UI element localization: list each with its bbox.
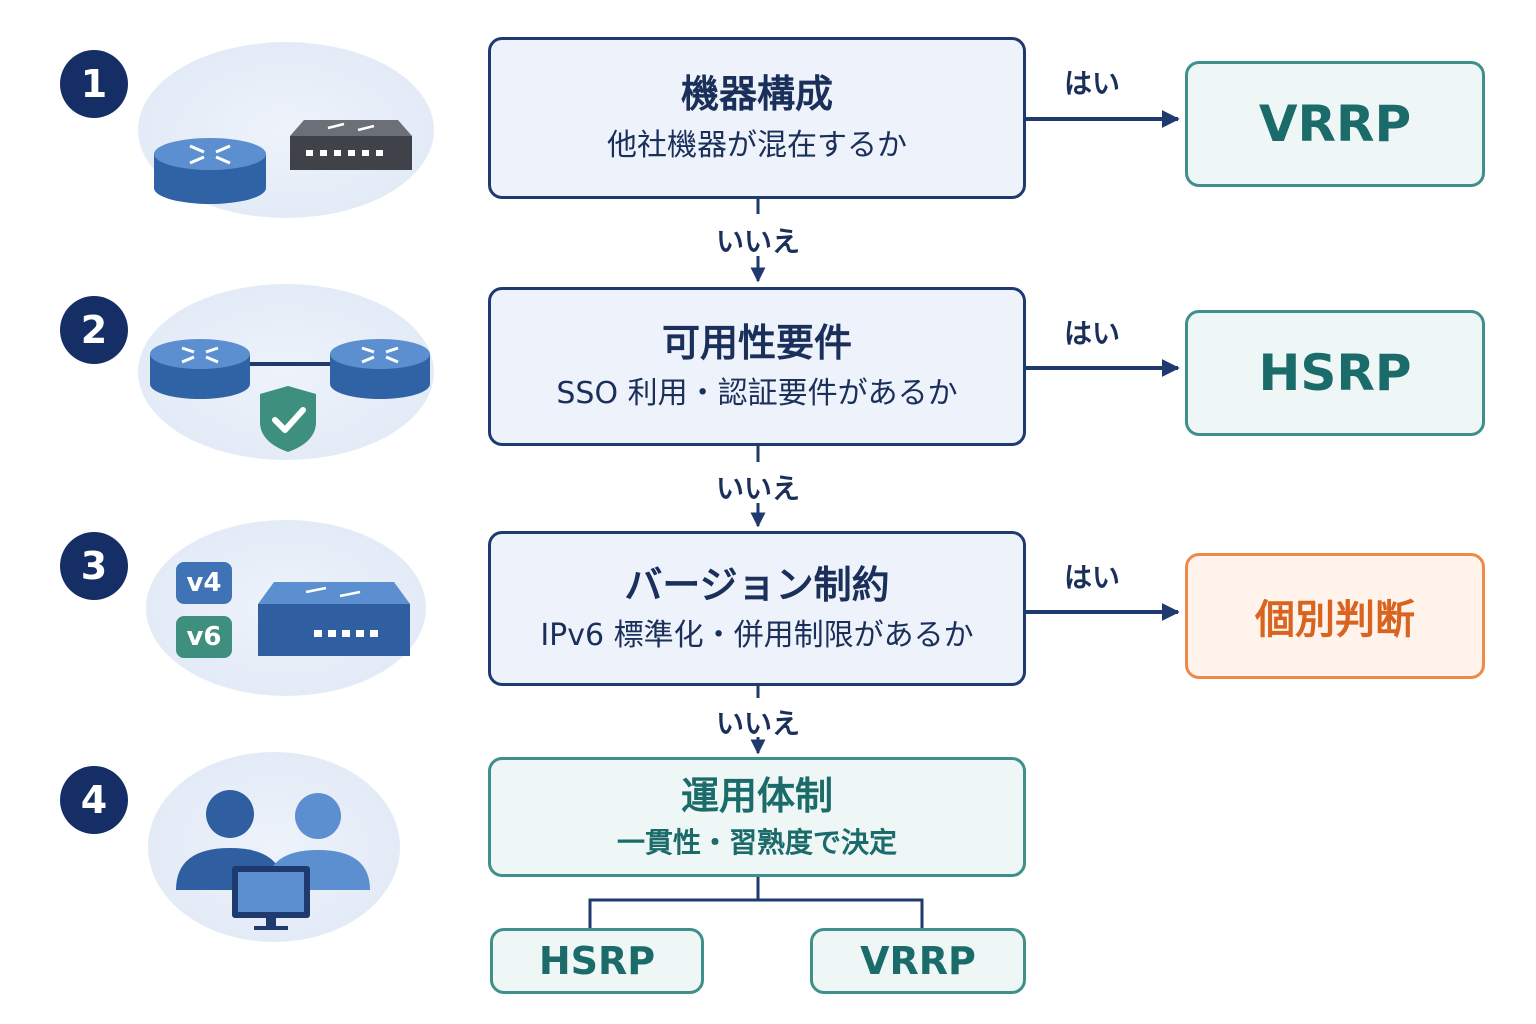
- decision-box-2: 可用性要件 SSO 利用・認証要件があるか: [488, 287, 1026, 446]
- step4-illustration: [148, 752, 400, 942]
- step1-illustration: [138, 42, 434, 218]
- result-box-individual: 個別判断: [1185, 553, 1485, 679]
- step2-illustration: [138, 284, 434, 460]
- step-number-4: 4: [60, 766, 128, 834]
- v4-badge: v4: [176, 562, 232, 604]
- decision-question-3: IPv6 標準化・併用制限があるか: [540, 618, 974, 654]
- no-label-3: いいえ: [716, 707, 801, 740]
- router-icon: [150, 339, 250, 399]
- switch-icon: [290, 120, 412, 170]
- step-number-3: 3: [60, 532, 128, 600]
- decision-title-1: 機器構成: [680, 72, 833, 117]
- outcome-vrrp: VRRP: [810, 928, 1026, 994]
- decision-title-4: 運用体制: [680, 774, 833, 819]
- v6-badge: v6: [176, 616, 232, 658]
- router-icon: [330, 339, 430, 399]
- decision-box-1: 機器構成 他社機器が混在するか: [488, 37, 1026, 199]
- split-connector: [588, 877, 760, 928]
- team-icon: [176, 790, 370, 930]
- decision-box-4: 運用体制 一貫性・習熟度で決定: [488, 757, 1026, 877]
- monitor-icon: [232, 866, 310, 930]
- no-label-2: いいえ: [716, 472, 801, 505]
- step3-illustration: v4 v6: [146, 520, 426, 696]
- yes-label-3: はい: [1064, 561, 1121, 594]
- redundant-routers-icon: [150, 339, 430, 452]
- no-label-1: いいえ: [716, 225, 801, 258]
- decision-question-4: 一貫性・習熟度で決定: [616, 826, 897, 859]
- decision-question-2: SSO 利用・認証要件があるか: [556, 376, 958, 412]
- split-connector-right: [758, 898, 924, 928]
- result-box-vrrp: VRRP: [1185, 61, 1485, 187]
- step-number-1: 1: [60, 50, 128, 118]
- decision-question-1: 他社機器が混在するか: [607, 127, 907, 163]
- step-number-2: 2: [60, 296, 128, 364]
- result-box-hsrp: HSRP: [1185, 310, 1485, 436]
- yes-label-1: はい: [1064, 67, 1121, 100]
- outcome-hsrp: HSRP: [490, 928, 704, 994]
- shield-check-icon: [260, 386, 316, 452]
- decision-box-3: バージョン制約 IPv6 標準化・併用制限があるか: [488, 531, 1026, 686]
- decision-title-2: 可用性要件: [661, 320, 852, 365]
- switch-icon: [258, 582, 410, 656]
- router-icon: [154, 138, 266, 204]
- yes-label-2: はい: [1064, 317, 1121, 350]
- decision-title-3: バージョン制約: [624, 562, 890, 607]
